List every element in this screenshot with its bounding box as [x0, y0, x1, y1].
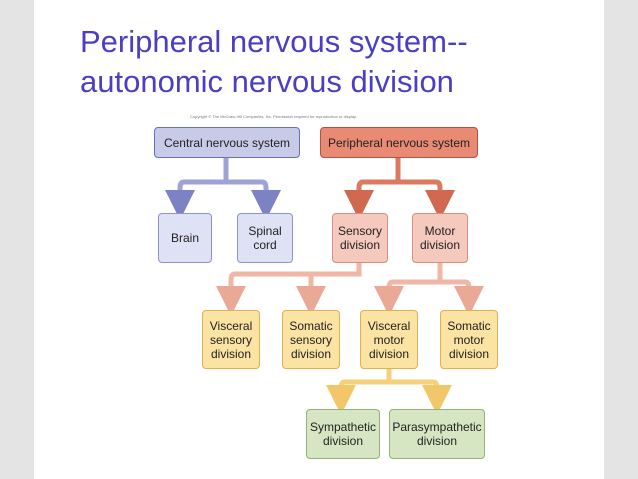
title-line-1: Peripheral nervous system--	[80, 24, 468, 59]
visceral-motor-connector	[326, 369, 452, 415]
pns-connector	[344, 158, 455, 220]
node-peripheral-nervous-system: Peripheral nervous system	[320, 127, 478, 158]
node-brain: Brain	[158, 213, 212, 263]
title-line-2: autonomic nervous division	[80, 64, 454, 99]
copyright-notice: Copyright © The McGraw-Hill Companies, I…	[190, 114, 357, 119]
cns-connector	[165, 158, 281, 220]
node-central-nervous-system: Central nervous system	[154, 127, 300, 158]
page-title: Peripheral nervous system-- autonomic ne…	[80, 22, 520, 102]
motor-connector	[374, 262, 484, 316]
sensory-connector	[216, 262, 362, 316]
slide	[34, 0, 604, 479]
